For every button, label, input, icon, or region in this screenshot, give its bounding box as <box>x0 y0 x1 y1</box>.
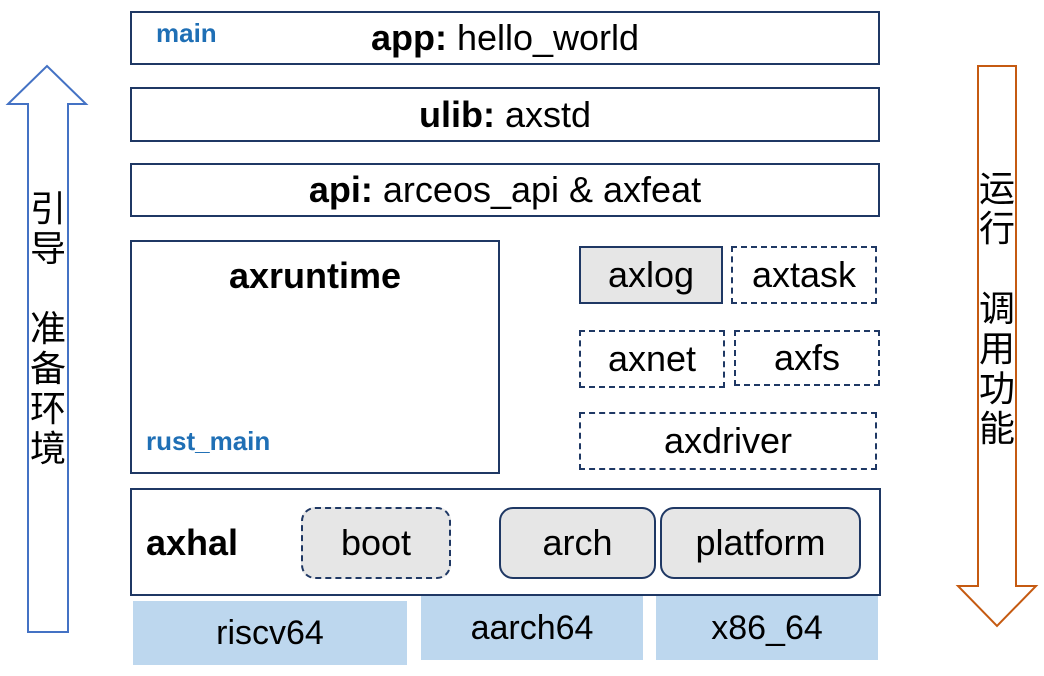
axfs-module: axfs <box>734 330 880 386</box>
platform-module: platform <box>660 507 861 579</box>
app-prefix: app: <box>370 17 447 58</box>
left-char: 导 <box>29 229 66 270</box>
app-name: hello_world <box>456 17 640 58</box>
api-prefix: api: <box>308 169 373 210</box>
left-char: 备 <box>29 349 66 390</box>
axlog-module: axlog <box>579 246 723 304</box>
axruntime-title: axruntime <box>228 255 402 296</box>
axtask-module: axtask <box>731 246 877 304</box>
right-char: 行 <box>978 209 1015 250</box>
platform-riscv64: riscv64 <box>133 601 407 665</box>
left-char: 准 <box>29 309 66 350</box>
left-arrow-label: 引 导 准 备 环 境 <box>28 190 68 470</box>
right-arrow-label: 运 行 调 用 功 能 <box>977 170 1017 450</box>
app-layer: app: hello_world <box>130 11 880 65</box>
platform-x86-64: x86_64 <box>656 596 878 660</box>
rust-main-tag: rust_main <box>146 426 271 456</box>
axruntime-box <box>130 240 500 474</box>
right-char: 调 <box>978 289 1015 330</box>
right-char: 能 <box>978 409 1015 450</box>
left-char: 环 <box>29 389 66 430</box>
boot-module: boot <box>301 507 451 579</box>
axhal-title: axhal <box>146 522 239 563</box>
main-tag: main <box>156 18 217 48</box>
right-char: 运 <box>978 169 1015 210</box>
platform-aarch64: aarch64 <box>421 596 643 660</box>
ulib-layer: ulib: axstd <box>130 87 880 142</box>
axdriver-module: axdriver <box>579 412 877 470</box>
ulib-prefix: ulib: <box>418 93 495 135</box>
right-char: 用 <box>978 329 1015 370</box>
right-char: 功 <box>978 369 1015 410</box>
left-char: 境 <box>29 429 66 470</box>
api-name: arceos_api & axfeat <box>382 169 702 210</box>
right-down-arrow <box>955 65 1039 628</box>
left-up-arrow <box>5 64 89 633</box>
axnet-module: axnet <box>579 330 725 388</box>
arch-module: arch <box>499 507 656 579</box>
left-char: 引 <box>29 189 66 230</box>
ulib-name: axstd <box>504 93 592 135</box>
api-layer: api: arceos_api & axfeat <box>130 163 880 217</box>
